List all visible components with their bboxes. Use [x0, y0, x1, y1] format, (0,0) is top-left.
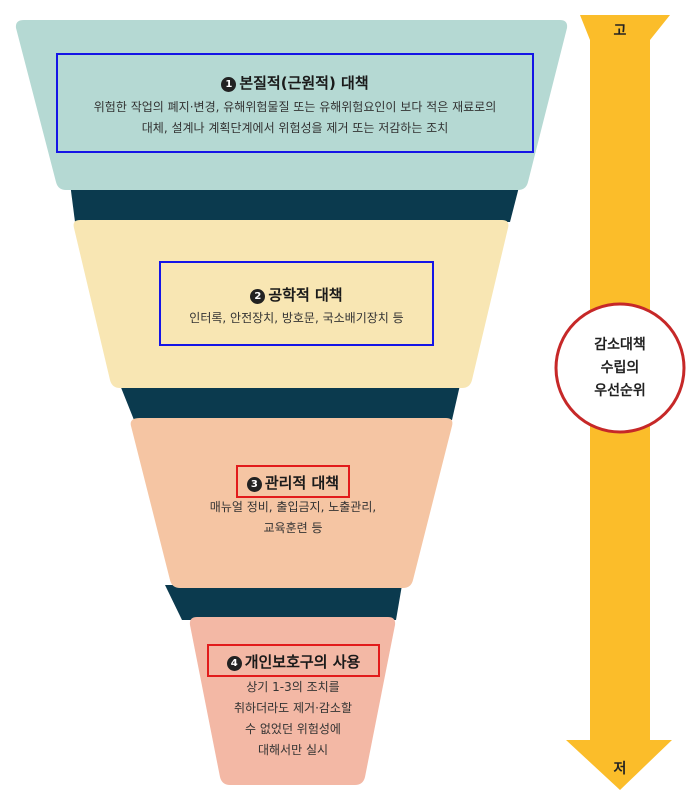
- level-4-desc-line: 대해서만 실시: [257, 743, 329, 757]
- level-4-title-text: 개인보호구의 사용: [244, 653, 361, 671]
- priority-circle-label: 감소대책 수립의 우선순위: [566, 334, 674, 403]
- level-1-title-text: 본질적(근원적) 대책: [239, 74, 369, 92]
- connector-2-3: [120, 385, 460, 420]
- level-3-highlight-box: [236, 465, 350, 498]
- priority-circle-line: 수립의: [600, 360, 640, 376]
- level-3-description: 매뉴얼 정비, 출입금지, 노출관리, 교육훈련 등: [170, 497, 416, 539]
- level-4-desc-line: 상기 1-3의 조치를: [246, 680, 340, 694]
- level-2-highlight-box: [159, 261, 434, 346]
- level-4-desc-line: 수 없었던 위험성에: [245, 722, 341, 736]
- level-1-band: [15, 20, 568, 190]
- priority-circle-line: 감소대책: [594, 337, 646, 353]
- level-4-description: 상기 1-3의 조치를 취하더라도 제거·감소할 수 없었던 위험성에 대해서만…: [200, 677, 386, 761]
- level-3-number: 3: [246, 477, 262, 492]
- arrow-top-label: 고: [613, 23, 627, 39]
- level-1-highlight-box: [56, 53, 534, 153]
- level-3-desc-line: 매뉴얼 정비, 출입금지, 노출관리,: [209, 500, 377, 514]
- level-1-description: 위험한 작업의 폐지·변경, 유해위험물질 또는 유해위험요인이 보다 적은 재…: [40, 97, 550, 139]
- level-1-number: 1: [221, 77, 237, 92]
- level-2-number: 2: [250, 289, 266, 304]
- level-4-number: 4: [226, 656, 242, 671]
- level-3-title-text: 관리적 대책: [264, 474, 340, 492]
- level-3-desc-line: 교육훈련 등: [263, 521, 323, 535]
- priority-circle: [554, 302, 686, 434]
- level-2-description: 인터록, 안전장치, 방호문, 국소배기장치 등: [160, 308, 433, 329]
- level-4-band: [189, 617, 396, 785]
- level-4-desc-line: 취하더라도 제거·감소할: [233, 701, 353, 715]
- level-4-highlight-box: [207, 644, 380, 677]
- level-2-title-text: 공학적 대책: [268, 286, 343, 304]
- level-3-band: [130, 418, 453, 588]
- connector-1-2: [70, 183, 520, 222]
- level-2-desc-line: 인터록, 안전장치, 방호문, 국소배기장치 등: [189, 311, 404, 325]
- priority-circle-line: 우선순위: [594, 383, 646, 399]
- arrow-bottom-label: 저: [613, 761, 627, 777]
- level-1-desc-line: 위험한 작업의 폐지·변경, 유해위험물질 또는 유해위험요인이 보다 적은 재…: [93, 100, 497, 114]
- connector-3-4: [165, 585, 402, 620]
- level-1-desc-line: 대체, 설계나 계획단계에서 위험성을 제거 또는 저감하는 조치: [141, 121, 449, 135]
